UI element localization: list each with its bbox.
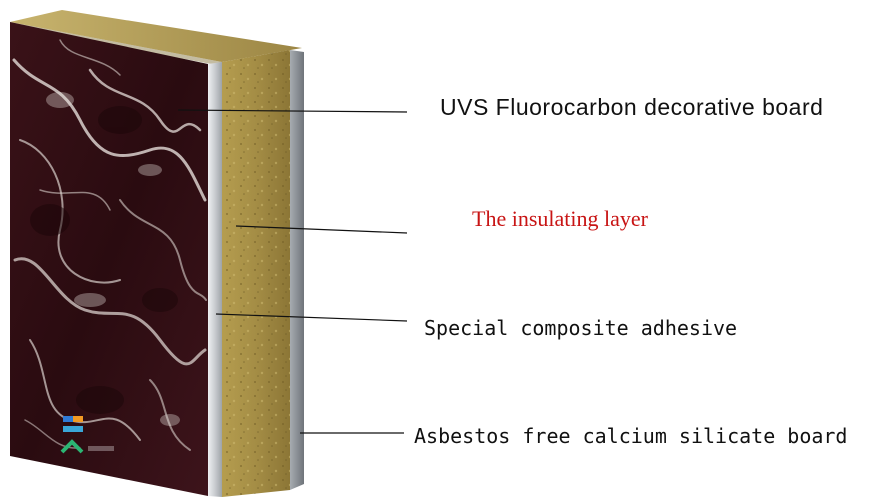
marble-highlights: [46, 92, 180, 426]
adhesive-layer: [208, 62, 222, 497]
leader-line-decorative-board: [177, 109, 408, 113]
insulation-texture: [222, 50, 290, 497]
company-logo-icon: [60, 416, 114, 454]
label-calcium-silicate-board: Asbestos free calcium silicate board: [414, 424, 848, 448]
leader-line-adhesive: [215, 313, 408, 322]
label-composite-adhesive: Special composite adhesive: [424, 316, 738, 340]
label-decorative-board: UVS Fluorocarbon decorative board: [440, 94, 824, 120]
panel-top-edge: [10, 22, 222, 66]
label-insulating-layer: The insulating layer: [472, 206, 648, 231]
backing-board-layer: [290, 50, 304, 490]
leader-line-insulating-layer: [235, 225, 408, 234]
panel-top-face: [10, 10, 302, 62]
decorative-board-face: [10, 22, 208, 496]
marble-dark-patches: [30, 106, 178, 414]
